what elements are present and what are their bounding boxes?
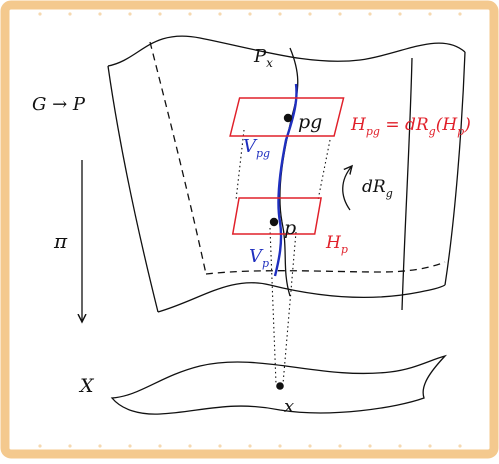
right-translation-arrow [342, 166, 352, 211]
surface-back-right-edge [401, 57, 413, 311]
label-projection: π [53, 229, 68, 253]
horizontal-plane-pg [229, 97, 345, 137]
surface-bottom-edge [157, 282, 446, 313]
label-fiber: Px [253, 46, 273, 70]
label-vertical-p: Vp [249, 246, 269, 270]
surface-top-edge [107, 35, 466, 67]
label-horizontal-p: Hp [325, 233, 348, 256]
point-p [269, 217, 279, 227]
frame-dots [38, 12, 462, 448]
label-vertical-pg: Vpg [243, 136, 270, 160]
label-base: X [78, 375, 95, 397]
surface-back-left-edge [149, 41, 207, 275]
projection-lines [235, 129, 331, 385]
surface-back-bottom-edge [205, 261, 446, 275]
label-horizontal-pg: Hpg = dRg(Hp) [350, 115, 471, 138]
label-right-translation: dRg [362, 177, 393, 200]
label-pg: pg [298, 111, 322, 133]
base-space [110, 354, 448, 415]
vertical-subspace-curve [273, 83, 298, 277]
surface-right-edge [444, 51, 466, 286]
point-pg [283, 113, 293, 123]
horizontal-plane-p [231, 197, 322, 235]
label-x: x [284, 396, 294, 417]
bundle-surface [107, 35, 466, 313]
point-x [276, 382, 284, 390]
label-p: p [284, 217, 296, 239]
surface-left-edge [107, 65, 159, 313]
label-action: G → P [32, 94, 86, 115]
